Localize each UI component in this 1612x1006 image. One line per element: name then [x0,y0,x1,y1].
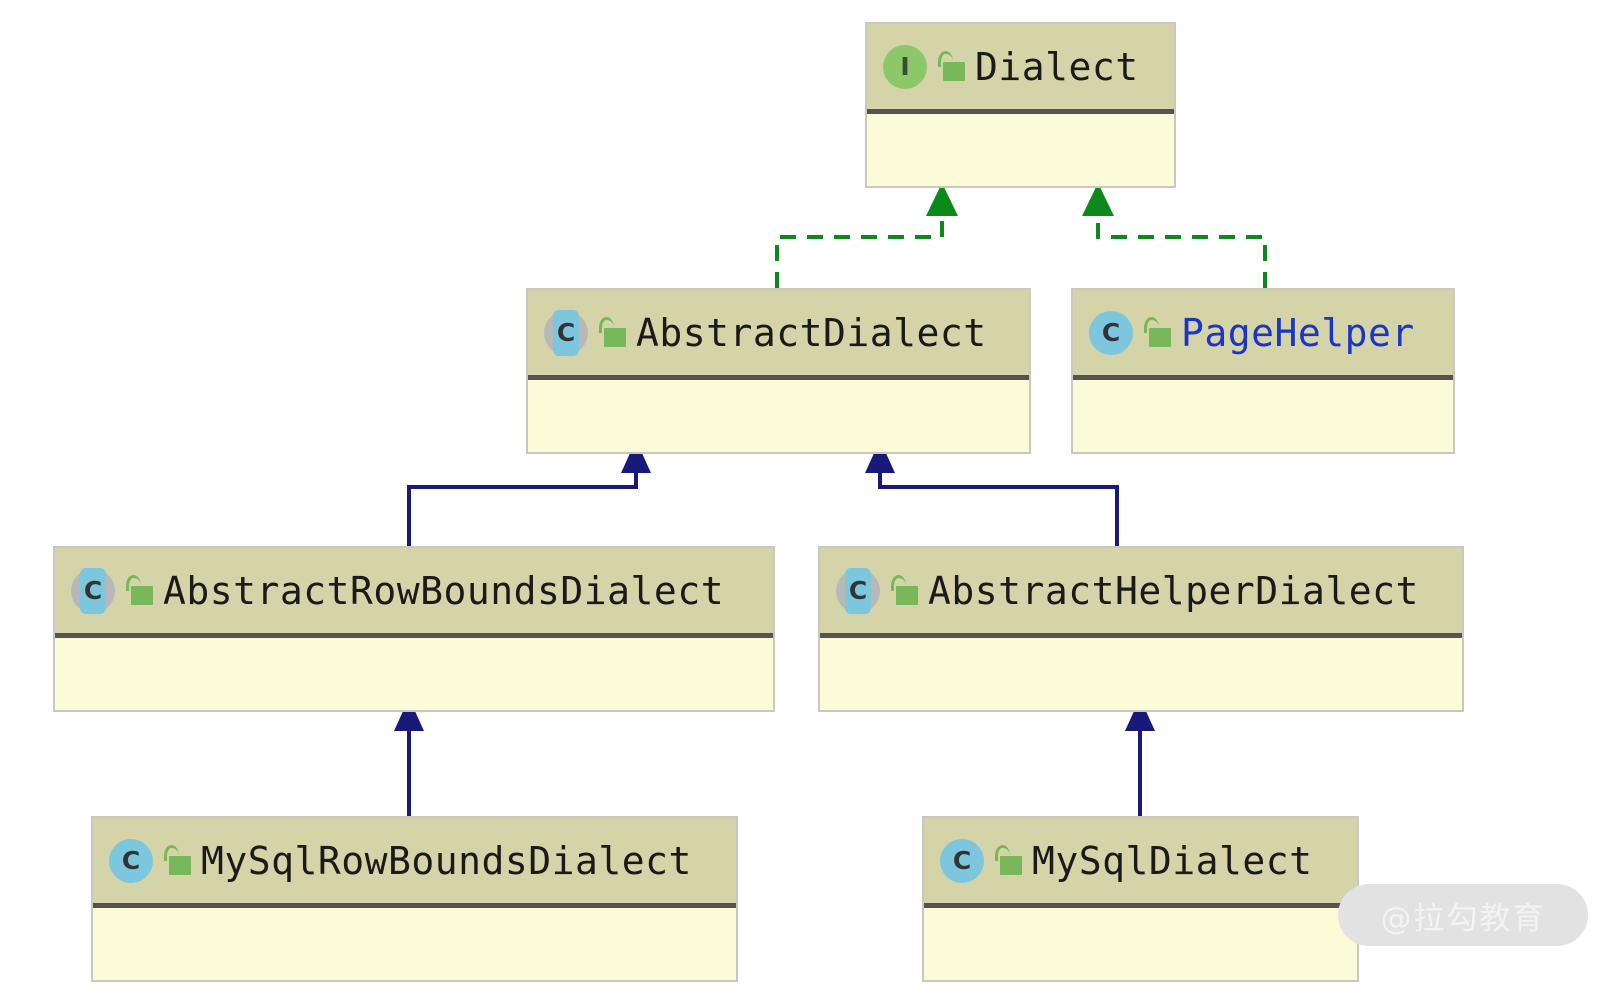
unlocked-public-icon [935,47,965,87]
uml-class-header: C AbstractDialect [528,290,1029,380]
interface-icon: I [881,43,929,91]
uml-kind-letter: C [83,576,103,605]
uml-class-name: AbstractRowBoundsDialect [163,568,725,613]
uml-class-members [924,908,1357,980]
uml-class-mysql-dialect[interactable]: C MySqlDialect [922,816,1359,982]
class-icon-body [553,309,579,356]
lock-shackle [891,574,906,591]
lock-body [169,855,191,875]
unlocked-public-icon [123,571,153,611]
lock-body [131,585,153,605]
lock-body [1149,327,1171,347]
uml-class-abstract-helper-dialect[interactable]: C AbstractHelperDialect [818,546,1464,712]
unlocked-public-icon [161,841,191,881]
edge-abstract-dialect-to-dialect [775,183,958,288]
uml-class-name: Dialect [975,44,1139,89]
interface-circle-icon [883,44,927,89]
class-icon-body [80,567,106,614]
lock-body [604,327,626,347]
class-circle-icon [940,838,984,883]
lock-shackle [599,316,614,333]
abstract-class-icon: C [834,567,882,615]
uml-class-name: AbstractHelperDialect [928,568,1419,613]
class-icon-body [845,567,871,614]
uml-kind-letter: C [121,846,141,875]
lock-shackle [938,50,953,67]
unlocked-public-icon [1141,313,1171,353]
uml-class-page-helper[interactable]: C PageHelper [1071,288,1455,454]
abstract-class-icon: C [542,309,590,357]
watermark-text: @拉勾教育 [1380,900,1546,937]
class-circle-icon [109,838,153,883]
uml-class-members [55,638,773,710]
uml-kind-letter: I [900,52,910,81]
edge-mysql-rowbounds-dialect-to-abstract-rowbounds-dialect [394,698,424,816]
uml-class-members [867,114,1174,186]
uml-class-abstract-dialect[interactable]: C AbstractDialect [526,288,1031,454]
unlocked-public-icon [888,571,918,611]
abstract-class-icon: C [69,567,117,615]
class-icon: C [1087,309,1135,357]
class-circle-icon [1089,310,1133,355]
uml-class-name: MySqlRowBoundsDialect [201,838,692,883]
uml-class-header: C MySqlRowBoundsDialect [93,818,736,908]
uml-kind-letter: C [848,576,868,605]
lock-shackle [1144,316,1159,333]
uml-class-name: MySqlDialect [1032,838,1313,883]
uml-class-name: AbstractDialect [636,310,987,355]
uml-class-dialect[interactable]: I Dialect [865,22,1176,188]
class-icon: C [938,837,986,885]
uml-kind-letter: C [1101,318,1121,347]
uml-kind-letter: C [556,318,576,347]
lock-shackle [126,574,141,591]
lock-shackle [995,844,1010,861]
watermark-badge: @拉勾教育 [1338,884,1588,946]
lock-body [1000,855,1022,875]
uml-kind-letter: C [952,846,972,875]
unlocked-public-icon [992,841,1022,881]
unlocked-public-icon [596,313,626,353]
lock-shackle [164,844,179,861]
uml-class-members [528,380,1029,452]
class-icon: C [107,837,155,885]
uml-class-members [93,908,736,980]
edge-mysql-dialect-to-abstract-helper-dialect [1125,698,1155,816]
lock-body [943,61,965,81]
uml-class-name[interactable]: PageHelper [1181,310,1415,355]
uml-class-header: C AbstractHelperDialect [820,548,1462,638]
uml-class-members [1073,380,1453,452]
edge-page-helper-to-dialect [1082,183,1267,288]
uml-class-abstract-rowbounds-dialect[interactable]: C AbstractRowBoundsDialect [53,546,775,712]
uml-class-header: C MySqlDialect [924,818,1357,908]
uml-class-header: C PageHelper [1073,290,1453,380]
edge-abstract-helper-dialect-to-abstract-dialect [865,440,1119,546]
uml-class-members [820,638,1462,710]
uml-class-header: I Dialect [867,24,1174,114]
lock-body [896,585,918,605]
uml-class-mysql-rowbounds-dialect[interactable]: C MySqlRowBoundsDialect [91,816,738,982]
uml-class-header: C AbstractRowBoundsDialect [55,548,773,638]
edge-abstract-rowbounds-dialect-to-abstract-dialect [407,440,651,546]
